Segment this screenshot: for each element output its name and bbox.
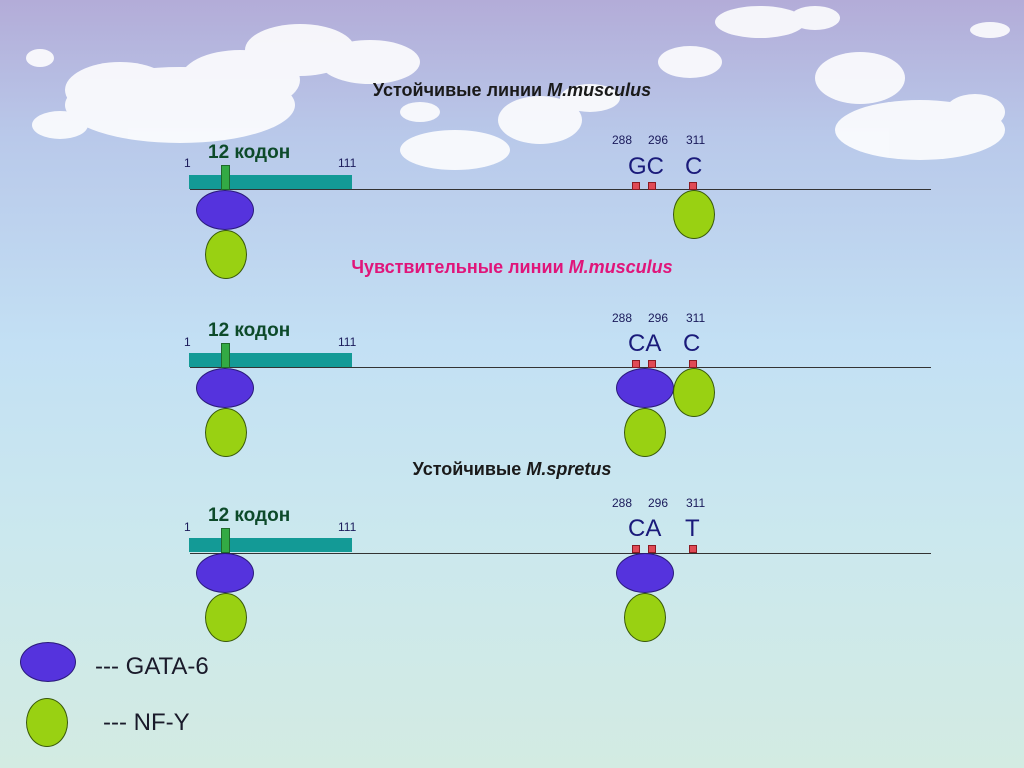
site-position-311: 311 bbox=[686, 311, 706, 325]
gata6-ellipse bbox=[616, 553, 674, 593]
codon-12-marker bbox=[221, 343, 230, 368]
start-position: 1 bbox=[184, 156, 191, 170]
gene-line bbox=[190, 553, 931, 554]
nfy-ellipse bbox=[624, 593, 666, 642]
cloud-decoration bbox=[26, 6, 1010, 170]
legend-nfy-swatch bbox=[26, 698, 68, 747]
end-position: 111 bbox=[338, 335, 357, 349]
nucleotide-311: T bbox=[685, 515, 700, 542]
codon-12-marker bbox=[221, 528, 230, 553]
nucleotide-311: C bbox=[683, 330, 701, 357]
start-position: 1 bbox=[184, 335, 191, 349]
exon-bar bbox=[189, 353, 352, 367]
site-position-296: 296 bbox=[648, 133, 669, 147]
nucleotides-288-296: GC bbox=[628, 153, 664, 180]
exon-bar bbox=[189, 538, 352, 552]
site-position-288: 288 bbox=[612, 311, 633, 325]
site-marker-288 bbox=[632, 360, 640, 368]
nucleotides-288-296: CA bbox=[628, 515, 662, 542]
gene-line bbox=[190, 367, 931, 368]
nfy-ellipse bbox=[205, 408, 247, 457]
site-marker-296 bbox=[648, 182, 656, 190]
legend-nfy-label: --- NF-Y bbox=[103, 709, 190, 736]
site-marker-296 bbox=[648, 545, 656, 553]
panel-title: Устойчивые линии M.musculus bbox=[0, 80, 1024, 101]
end-position: 111 bbox=[338, 156, 357, 170]
gata6-ellipse bbox=[196, 368, 254, 408]
site-position-288: 288 bbox=[612, 496, 633, 510]
gata6-ellipse bbox=[196, 190, 254, 230]
end-position: 111 bbox=[338, 520, 357, 534]
species-name: M.musculus bbox=[568, 257, 673, 277]
panel-title: Устойчивые M.spretus bbox=[0, 459, 1024, 480]
exon-bar bbox=[189, 175, 352, 189]
site-position-288: 288 bbox=[612, 133, 633, 147]
panel-title: Чувствительные линии M.musculus bbox=[0, 257, 1024, 278]
species-name: M.musculus bbox=[547, 80, 652, 100]
nfy-ellipse bbox=[673, 190, 715, 239]
site-marker-288 bbox=[632, 545, 640, 553]
site-marker-311 bbox=[689, 360, 697, 368]
nfy-ellipse bbox=[673, 368, 715, 417]
nucleotide-311: C bbox=[685, 153, 703, 180]
species-name: M.spretus bbox=[526, 459, 612, 479]
panel-title-text: Устойчивые bbox=[412, 459, 527, 479]
site-marker-311 bbox=[689, 182, 697, 190]
codon-label: 12 кодон bbox=[208, 320, 291, 341]
panel-title-text: Чувствительные линии bbox=[351, 257, 569, 277]
nfy-ellipse bbox=[205, 593, 247, 642]
gata6-ellipse bbox=[616, 368, 674, 408]
codon-label: 12 кодон bbox=[208, 505, 291, 526]
nfy-ellipse bbox=[205, 230, 247, 279]
legend-gata6-label: --- GATA-6 bbox=[95, 653, 209, 680]
site-marker-296 bbox=[648, 360, 656, 368]
site-marker-311 bbox=[689, 545, 697, 553]
nfy-ellipse bbox=[624, 408, 666, 457]
gene-line bbox=[190, 189, 931, 190]
codon-label: 12 кодон bbox=[208, 142, 291, 163]
legend-gata6-swatch bbox=[20, 642, 76, 682]
start-position: 1 bbox=[184, 520, 191, 534]
site-position-296: 296 bbox=[648, 311, 669, 325]
gata6-ellipse bbox=[196, 553, 254, 593]
panel-title-text: Устойчивые линии bbox=[372, 80, 548, 100]
nucleotides-288-296: CA bbox=[628, 330, 662, 357]
site-position-311: 311 bbox=[686, 133, 706, 147]
site-marker-288 bbox=[632, 182, 640, 190]
site-position-311: 311 bbox=[686, 496, 706, 510]
site-position-296: 296 bbox=[648, 496, 669, 510]
codon-12-marker bbox=[221, 165, 230, 190]
